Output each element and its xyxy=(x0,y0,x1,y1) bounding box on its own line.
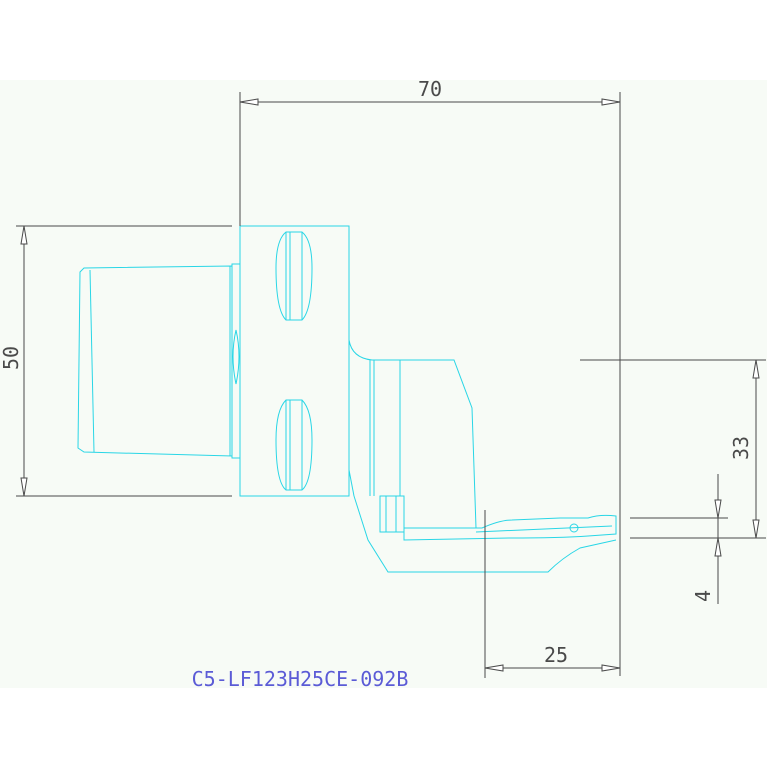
dimension-label-33: 33 xyxy=(729,436,753,460)
arrow-25-left xyxy=(484,664,504,672)
arrow-33-top xyxy=(752,359,760,379)
clamp-block xyxy=(239,225,350,497)
arrow-left xyxy=(239,98,259,106)
part-number-label: C5-LF123H25CE-092B xyxy=(192,667,409,691)
shank-edge-line xyxy=(89,269,95,453)
arrow-4-top xyxy=(714,499,722,519)
arrow-25-right xyxy=(601,664,621,672)
insert-screw xyxy=(569,523,579,533)
arrow-right xyxy=(601,98,621,106)
head-pocket xyxy=(379,495,405,533)
dimension-insert-width: 4 xyxy=(630,474,728,604)
blade-centerline xyxy=(475,525,613,533)
arrow-4-bottom xyxy=(714,537,722,557)
dimension-label-25: 25 xyxy=(544,643,568,667)
dimension-head-length: 25 xyxy=(484,510,621,678)
arrow-bottom xyxy=(20,477,28,497)
tool-outline xyxy=(77,225,617,573)
dimension-label-50: 50 xyxy=(0,346,23,370)
arrow-top xyxy=(20,225,28,245)
head-body-edge xyxy=(348,469,355,497)
dimension-label-70: 70 xyxy=(418,77,442,101)
arrow-33-bottom xyxy=(752,519,760,539)
drawing-sheet xyxy=(0,80,767,688)
head-step xyxy=(348,339,477,529)
head-lower-contour xyxy=(353,495,617,573)
dimension-edge-height: 33 xyxy=(580,359,766,539)
collar-slot xyxy=(232,329,240,385)
blade xyxy=(403,514,617,541)
dimension-overall-length: 70 xyxy=(239,77,621,676)
dimension-shank-height: 50 xyxy=(0,225,232,497)
dimension-label-4: 4 xyxy=(691,590,715,602)
